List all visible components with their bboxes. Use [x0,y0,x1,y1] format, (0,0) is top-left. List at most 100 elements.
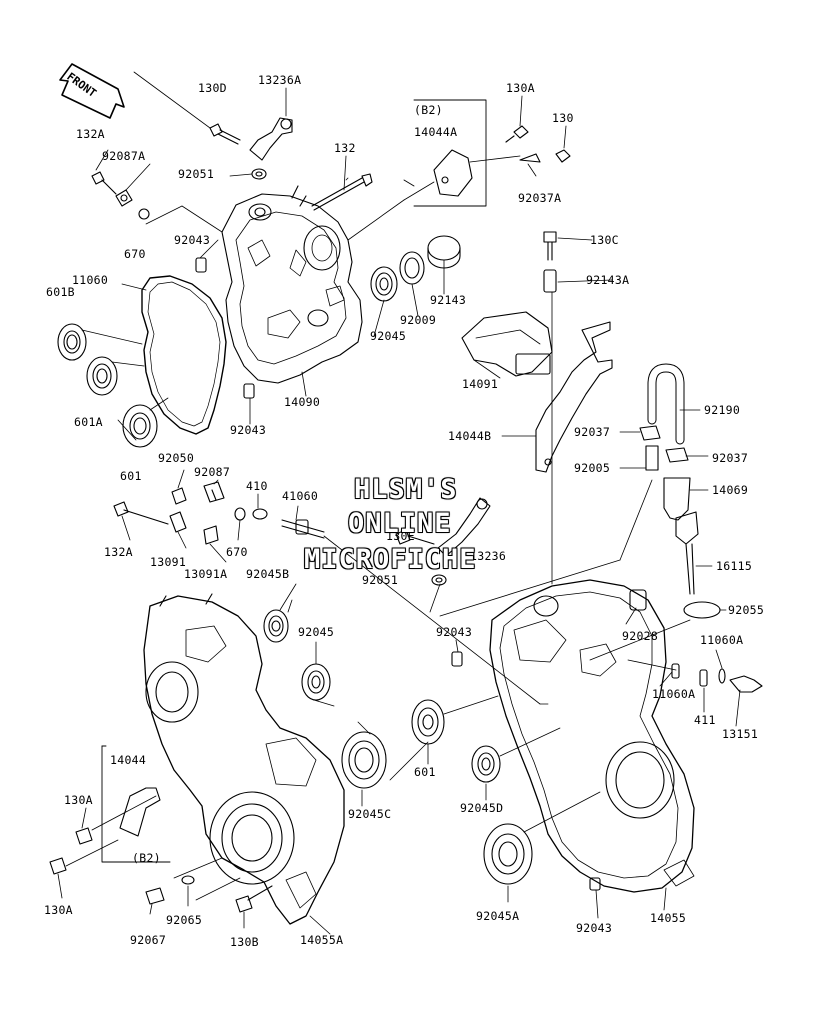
bolt-130a-lower-2 [49,857,67,875]
callout-92045c: 92045C [348,807,392,821]
callout-601: 601 [120,469,142,483]
callout-92037a: 92037A [518,191,562,205]
callout-14055: 14055 [650,911,687,925]
bracket-14044b [535,321,613,473]
callout-130a: 130A [506,81,535,95]
bearing-92045c [341,731,387,789]
bolt-132a-upper [91,171,117,195]
callout-14091: 14091 [462,377,499,391]
bolt-130c [543,231,557,261]
callout-130c: 130C [590,233,619,247]
bracket-14044 [119,787,161,837]
callout-92067: 92067 [130,933,167,947]
breather-14069 [663,477,691,521]
callout-92050: 92050 [158,451,195,465]
b2-box-lower [101,745,171,863]
gasket-11060 [141,275,227,435]
callout-14044b: 14044B [448,429,492,443]
watermark-line-1: HLSM'S [354,474,458,505]
upper-cover-14090 [221,185,363,384]
callout-13091a: 13091A [184,567,228,581]
callout-92190: 92190 [704,403,741,417]
bearing-92045d [471,745,501,783]
o-ring-670-lower [234,507,246,521]
callout-11060a-a: 11060A [700,633,744,647]
callout-13236: 13236 [470,549,507,563]
hose-92190 [647,363,685,445]
bearing-92045b [263,609,289,643]
bracket-14044a [433,149,473,197]
bearing-601 [122,404,158,448]
callout-670: 670 [124,247,146,261]
callout-11060a-b: 11060A [652,687,696,701]
pin-92043-a [195,257,207,273]
callout-92043-b: 92043 [230,423,267,437]
pin-92043-d [589,877,601,891]
bolt-130e [395,529,435,545]
bolt-130d [209,123,241,145]
callout-92087: 92087 [194,465,231,479]
callout-92045b: 92045B [246,567,290,581]
bolt-130a-upper [505,125,529,143]
washer-92051-upper [251,168,267,180]
callout-14044: 14044 [110,753,147,767]
callout-13236a: 13236A [258,73,302,87]
callout-92037-b: 92037 [712,451,749,465]
watermark-line-3: MICROFICHE [304,544,477,575]
callout-92028: 92028 [622,629,659,643]
callout-92005: 92005 [574,461,611,475]
callout-92143: 92143 [430,293,467,307]
callout-92043-a: 92043 [174,233,211,247]
shaft-41060 [281,519,325,539]
washer-410 [252,508,268,520]
collar-92143a [543,269,557,293]
callout-670-lower: 670 [226,545,248,559]
bolt-132a-lower [113,501,169,525]
bolt-130b [235,885,273,913]
bolt-130 [555,149,571,163]
callout-14055a: 14055A [300,933,344,947]
callout-130: 130 [552,111,574,125]
callout-132a-lower: 132A [104,545,133,559]
callout-92045d: 92045D [460,801,504,815]
callout-601a: 601A [74,415,103,429]
arm-13236a [249,117,293,161]
pin-92043-b [243,383,255,399]
bearing-92045a [483,823,533,885]
callout-92087a: 92087A [102,149,146,163]
callout-130a-lower-a: 130A [64,793,93,807]
callout-130a-lower-b: 130A [44,903,73,917]
guard-14091 [461,311,553,377]
callout-92051: 92051 [178,167,215,181]
plate-13091a [203,525,219,545]
fitting-92005 [645,445,659,471]
gasket-11060a-small [671,663,680,679]
arm-13236 [437,497,491,557]
callout-41060: 41060 [282,489,319,503]
washer-92065 [181,875,195,885]
callout-92143a: 92143A [586,273,630,287]
washer-92051-lower [431,574,447,586]
callout-b2-lower: (B2) [132,851,161,865]
callout-601-lower: 601 [414,765,436,779]
callout-130b: 130B [230,935,259,949]
bolt-92067 [145,887,165,905]
clamp-92037-b [665,447,689,463]
callout-92045a: 92045A [476,909,520,923]
callout-13091: 13091 [150,555,187,569]
o-ring-670-upper [138,208,150,220]
callout-92037-a: 92037 [574,425,611,439]
bearing-601a [86,356,118,396]
bolt-130a-lower-1 [75,827,93,845]
b2-box-upper [403,99,487,207]
bolt-132 [311,173,373,211]
dipstick-16115 [675,511,699,595]
callout-14044a: 14044A [414,125,458,139]
callout-92043-d: 92043 [576,921,613,935]
callout-92009: 92009 [400,313,437,327]
callout-410: 410 [246,479,268,493]
lower-right-case-14055 [489,579,695,893]
bearing-601-lower [411,699,445,745]
callout-b2-upper: (B2) [414,103,443,117]
